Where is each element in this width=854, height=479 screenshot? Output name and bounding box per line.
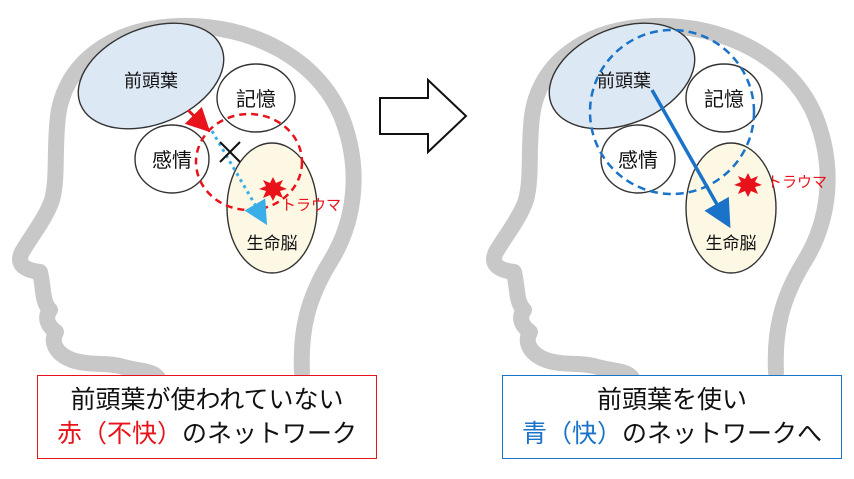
left-emotion-node	[134, 124, 210, 194]
left-frontal-lobe	[77, 22, 225, 130]
left-red-arrow	[184, 106, 211, 133]
left-emotion-label: 感情	[152, 148, 192, 172]
right-lifebrain-label: 生命脳	[706, 234, 757, 254]
right-lifebrain-node	[685, 142, 777, 274]
right-memory-label: 記憶	[704, 87, 744, 111]
left-head-outline	[12, 17, 362, 386]
right-blue-network-loop	[588, 28, 756, 196]
right-caption-box: 前頭葉を使い 青（快）のネットワークへ	[502, 375, 842, 459]
right-blue-arrow	[650, 89, 731, 229]
right-memory-node	[685, 63, 763, 133]
right-head-outline	[486, 17, 836, 386]
right-caption-line2: 青（快）のネットワークへ	[503, 417, 841, 451]
left-trauma-label: トラウマ	[281, 196, 341, 214]
right-trauma-burst-icon	[734, 173, 762, 197]
left-lifebrain-node	[226, 142, 318, 274]
left-memory-label: 記憶	[236, 87, 276, 111]
left-caption-rest-text: のネットワーク	[182, 419, 358, 448]
left-memory-node	[216, 63, 296, 133]
right-caption-rest-text: のネットワークへ	[622, 419, 823, 448]
left-lifebrain-label: 生命脳	[247, 234, 298, 254]
left-caption-line1: 前頭葉が使われていない	[70, 385, 344, 414]
right-caption-blue-text: 青（快）	[521, 419, 622, 448]
left-caption-box: 前頭葉が使われていない 赤（不快）のネットワーク	[37, 375, 377, 459]
left-red-network-loop	[194, 112, 304, 212]
right-emotion-label: 感情	[618, 148, 658, 172]
left-caption-red-text: 赤（不快）	[56, 419, 182, 448]
transition-arrow-icon	[379, 77, 468, 155]
left-frontal-label: 前頭葉	[124, 71, 178, 92]
left-trauma-burst-icon	[259, 177, 287, 201]
left-caption-line2: 赤（不快）のネットワーク	[38, 417, 376, 451]
right-frontal-label: 前頭葉	[597, 71, 651, 92]
left-blocked-x-mark	[219, 141, 241, 163]
right-trauma-label: トラウマ	[767, 173, 827, 191]
right-caption-line1: 前頭葉を使い	[596, 385, 747, 414]
left-blocked-dotted-arrow	[210, 130, 268, 226]
